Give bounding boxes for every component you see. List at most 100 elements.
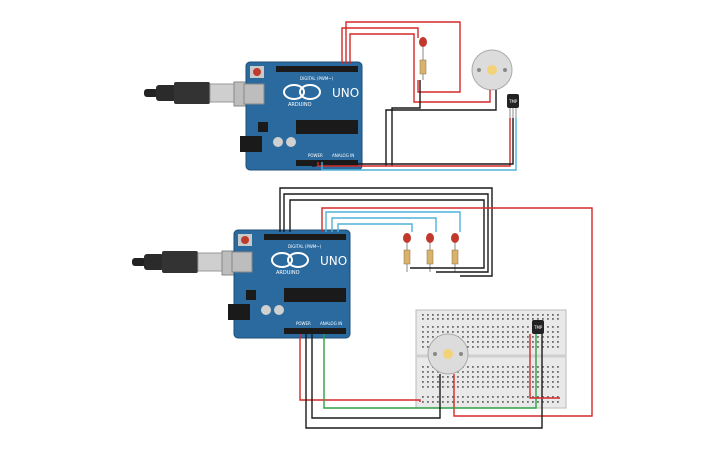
breadboard-hole [497,371,499,373]
breadboard-hole [532,381,534,383]
breadboard-hole [487,331,489,333]
breadboard-hole [512,371,514,373]
breadboard-hole [492,346,494,348]
breadboard-hole [507,401,509,403]
breadboard-hole [482,381,484,383]
breadboard-hole [432,336,434,338]
breadboard-hole [482,366,484,368]
breadboard-hole [517,381,519,383]
breadboard-hole [522,314,524,316]
breadboard-hole [492,326,494,328]
led-3[interactable] [426,233,434,272]
breadboard-hole [477,318,479,320]
breadboard-hole [477,346,479,348]
breadboard-hole [547,371,549,373]
breadboard-hole [517,376,519,378]
breadboard-hole [422,396,424,398]
breadboard-hole [467,346,469,348]
breadboard-hole [482,346,484,348]
board-power-label-1: POWER [308,153,323,158]
breadboard-hole [507,376,509,378]
board-brand-2: ARDUINO [276,270,300,276]
breadboard-hole [472,371,474,373]
breadboard-hole [512,336,514,338]
breadboard-hole [487,336,489,338]
breadboard-holes [422,314,559,403]
breadboard-hole [522,386,524,388]
breadboard-hole [442,381,444,383]
breadboard-hole [492,371,494,373]
wires-top [312,21,517,171]
breadboard-hole [422,336,424,338]
breadboard-hole [552,376,554,378]
breadboard-hole [502,396,504,398]
breadboard-hole [467,366,469,368]
breadboard-hole [557,376,559,378]
breadboard-hole [482,371,484,373]
breadboard-hole [452,318,454,320]
breadboard-hole [482,386,484,388]
breadboard-hole [512,401,514,403]
breadboard-hole [422,326,424,328]
breadboard-hole [442,326,444,328]
breadboard-hole [422,376,424,378]
breadboard-hole [497,386,499,388]
breadboard-hole [422,366,424,368]
breadboard-hole [537,341,539,343]
breadboard-hole [467,386,469,388]
led-2[interactable] [403,233,411,272]
temperature-sensor-1[interactable]: TMP [507,94,519,118]
breadboard-hole [502,366,504,368]
breadboard-hole [472,401,474,403]
breadboard-hole [532,401,534,403]
breadboard-hole [482,396,484,398]
dc-motor-1[interactable] [471,49,513,91]
breadboard-hole [432,386,434,388]
breadboard-hole [462,381,464,383]
breadboard-hole [547,331,549,333]
breadboard-hole [457,331,459,333]
breadboard-hole [492,376,494,378]
breadboard-hole [432,381,434,383]
arduino-uno-2[interactable]: UNO ARDUINO DIGITAL (PWM~) POWER ANALOG … [228,229,351,339]
breadboard-hole [487,371,489,373]
breadboard-hole [422,314,424,316]
breadboard-hole [482,376,484,378]
breadboard-hole [422,346,424,348]
arduino-uno-1[interactable]: UNO ARDUINO DIGITAL (PWM~) POWER ANALOG … [240,61,363,171]
breadboard-hole [467,318,469,320]
breadboard-hole [487,386,489,388]
breadboard-hole [472,341,474,343]
breadboard-hole [457,326,459,328]
breadboard-hole [537,366,539,368]
breadboard-hole [487,346,489,348]
breadboard-hole [527,386,529,388]
breadboard-hole [537,318,539,320]
led-1[interactable] [419,37,427,80]
breadboard-hole [552,396,554,398]
temperature-sensor-2[interactable]: TMP [532,320,544,334]
breadboard-hole [512,314,514,316]
breadboard-hole [507,331,509,333]
dc-motor-2[interactable] [427,333,469,375]
breadboard-hole [467,371,469,373]
breadboard-hole [527,336,529,338]
breadboard-hole [447,386,449,388]
breadboard-hole [517,396,519,398]
led-4[interactable] [451,233,459,272]
breadboard-hole [502,386,504,388]
breadboard-hole [547,381,549,383]
breadboard-hole [497,381,499,383]
breadboard-hole [547,346,549,348]
breadboard-hole [497,346,499,348]
breadboard-hole [547,318,549,320]
breadboard-hole [497,331,499,333]
breadboard-hole [477,336,479,338]
breadboard-hole [467,314,469,316]
breadboard-hole [512,341,514,343]
breadboard-hole [437,326,439,328]
breadboard-hole [502,341,504,343]
sensor-label-1: TMP [508,99,518,104]
breadboard-hole [497,376,499,378]
breadboard-hole [452,331,454,333]
